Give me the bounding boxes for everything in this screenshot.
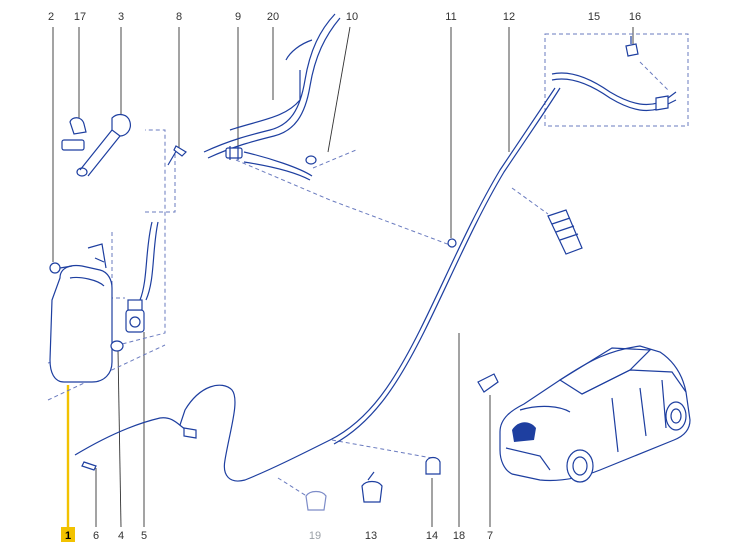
hose-clip-strip[interactable]: [547, 209, 583, 255]
filler-neck[interactable]: [76, 113, 131, 177]
hose-end-plug[interactable]: [305, 155, 317, 165]
callout-7[interactable]: 7: [487, 530, 493, 542]
callout-labels: 2 17 3 8 9 20 10 11 12 15 16 6 4 5 19 13…: [48, 11, 641, 542]
callout-4[interactable]: 4: [118, 530, 124, 542]
front-hose-lower: [74, 417, 197, 456]
callout-6[interactable]: 6: [93, 530, 99, 542]
callout-9[interactable]: 9: [235, 11, 241, 23]
filler-cap[interactable]: [61, 117, 87, 151]
callout-16[interactable]: 16: [629, 11, 641, 23]
callout-20[interactable]: 20: [267, 11, 279, 23]
rear-washer-hose[interactable]: [179, 87, 561, 482]
washer-pump[interactable]: [125, 299, 145, 333]
rear-hose-assembly[interactable]: [551, 72, 677, 112]
callout-2[interactable]: 2: [48, 11, 54, 23]
callout-14[interactable]: 14: [426, 530, 438, 542]
callout-5[interactable]: 5: [141, 530, 147, 542]
jet-14[interactable]: [425, 456, 441, 475]
hose-end-plug-right[interactable]: [447, 238, 457, 248]
callout-1-selected[interactable]: 1: [61, 527, 75, 542]
callout-18[interactable]: 18: [453, 530, 465, 542]
bonnet-hose[interactable]: [203, 13, 341, 181]
callout-12[interactable]: 12: [503, 11, 515, 23]
reservoir-bolt[interactable]: [49, 262, 73, 274]
callout-15[interactable]: 15: [588, 11, 600, 23]
pump-grommet[interactable]: [110, 340, 124, 352]
car-location-illustration: [499, 345, 691, 483]
callout-10[interactable]: 10: [346, 11, 358, 23]
callout-3[interactable]: 3: [118, 11, 124, 23]
hose-connector[interactable]: [225, 146, 243, 160]
callout-1[interactable]: 1: [65, 530, 71, 542]
reservoir-hoses: [139, 145, 187, 301]
washer-jet-small[interactable]: [81, 461, 97, 471]
leader-lines: [52, 26, 634, 528]
hose-joint-7[interactable]: [477, 373, 499, 393]
callout-8[interactable]: 8: [176, 11, 182, 23]
callout-19[interactable]: 19: [309, 530, 321, 542]
rear-jet-nozzle[interactable]: [625, 36, 639, 57]
callout-11[interactable]: 11: [445, 11, 456, 23]
hose-clip-13[interactable]: [361, 471, 383, 503]
selection-highlight: [61, 527, 75, 542]
callout-13[interactable]: 13: [365, 530, 377, 542]
callout-17[interactable]: 17: [74, 11, 86, 23]
washer-reservoir[interactable]: [49, 243, 113, 383]
hose-clip-19[interactable]: [305, 490, 327, 511]
